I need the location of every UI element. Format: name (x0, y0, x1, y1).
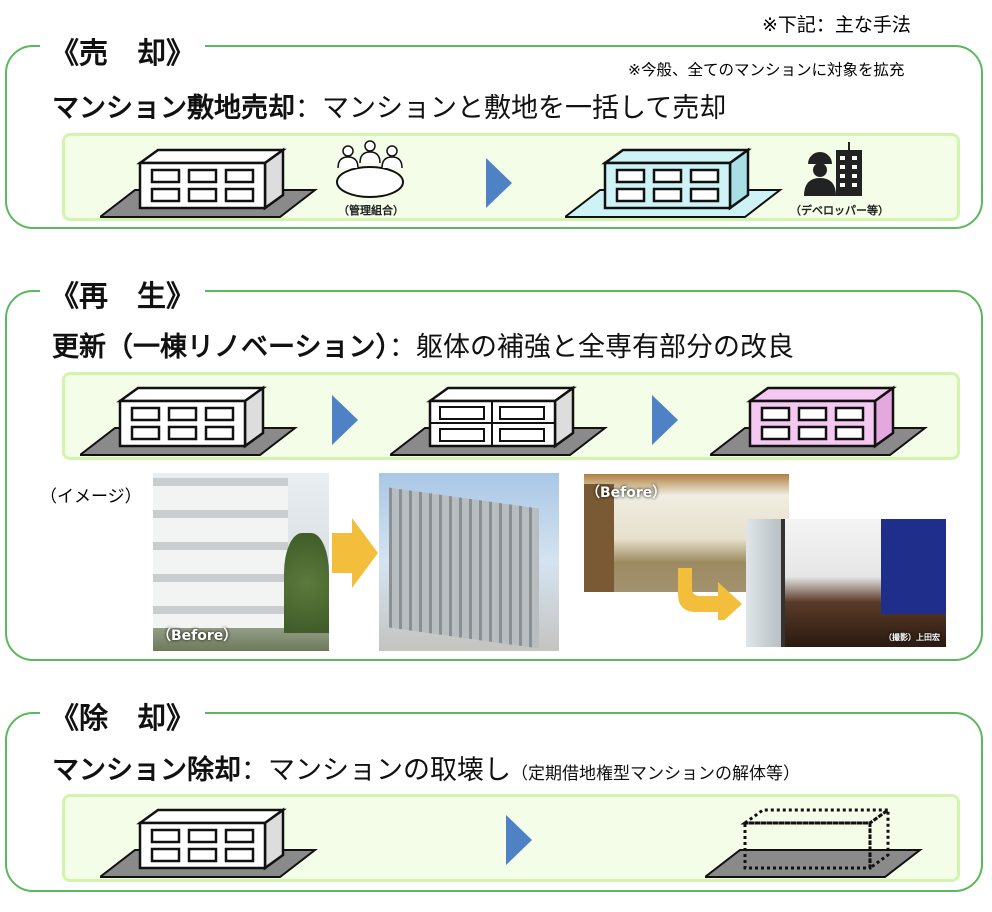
note-main-methods: ※下記：主な手法 (762, 14, 911, 36)
demolition-heading: マンション除却：マンションの取壊し（定期借地権型マンションの解体等） (52, 748, 800, 787)
sale-heading-text: ：マンションと敷地を一括して売却 (295, 93, 727, 124)
section-demolition-title: 《除 却》 (40, 695, 206, 737)
photo-credit: （撮影）上田宏 (884, 633, 940, 642)
demolition-heading-note: （定期借地権型マンションの解体等） (511, 764, 800, 784)
demolition-heading-text: ：マンションの取壊し (241, 755, 511, 786)
section-regeneration-title: 《再 生》 (40, 273, 206, 315)
photo-interior-before-label: （Before） (586, 485, 667, 501)
building-skeleton-icon (390, 385, 608, 456)
building-sold-icon (565, 147, 783, 218)
building-demolished-icon (705, 807, 923, 878)
arrow-right-icon (332, 395, 358, 445)
arrow-right-icon (506, 815, 532, 865)
section-demolition (5, 712, 983, 892)
building-icon (100, 807, 318, 878)
section-sale (5, 45, 983, 229)
sale-heading: マンション敷地売却：マンションと敷地を一括して売却 (52, 86, 726, 125)
management-association-icon (336, 140, 404, 198)
building-icon (100, 147, 318, 218)
yellow-curved-arrow-icon (678, 568, 742, 620)
regeneration-heading: 更新（一棟リノベーション）：躯体の補強と全専有部分の改良 (52, 325, 794, 364)
caption-management-association: （管理組合） (338, 204, 404, 217)
regeneration-heading-bold: 更新（一棟リノベーション） (52, 332, 389, 363)
section-regeneration (5, 290, 983, 661)
sale-note: ※今般、全てのマンションに対象を拡充 (628, 61, 905, 79)
photo-exterior-after (379, 473, 559, 651)
developer-icon (804, 142, 862, 196)
sale-heading-bold: マンション敷地売却 (52, 93, 295, 124)
caption-developer: （デベロッパー等） (790, 204, 889, 217)
arrow-right-icon (652, 395, 678, 445)
building-before-icon (80, 385, 298, 456)
photo-interior-after: （撮影）上田宏 (746, 519, 946, 647)
regeneration-heading-text: ：躯体の補強と全専有部分の改良 (388, 332, 794, 363)
photo-exterior-before: （Before） (153, 473, 329, 651)
image-label: （イメージ） (40, 487, 142, 507)
building-renovated-icon (710, 385, 928, 456)
arrow-right-icon (486, 158, 512, 208)
yellow-arrow-icon (332, 518, 378, 588)
photo-before-label: （Before） (157, 628, 238, 644)
section-sale-title: 《売 却》 (40, 30, 206, 72)
demolition-heading-bold: マンション除却 (52, 755, 241, 786)
